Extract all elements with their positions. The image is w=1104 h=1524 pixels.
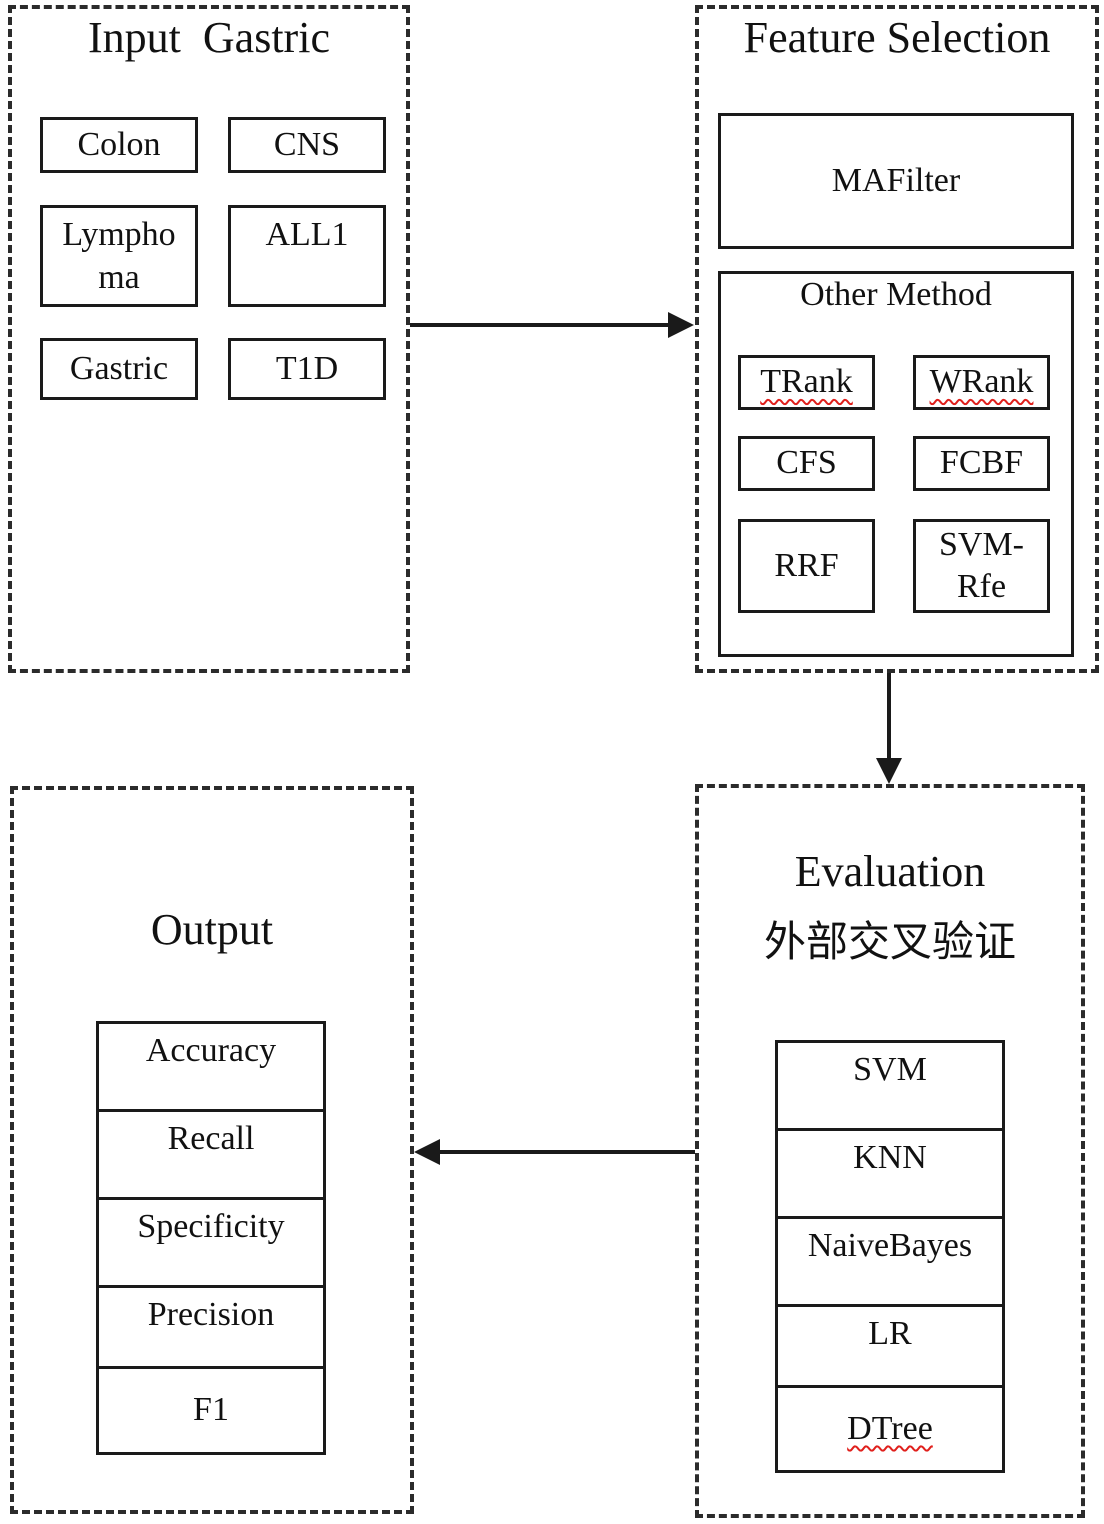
method-svm-rfe: SVM- Rfe [913,519,1050,613]
method-cfs: CFS [738,436,875,491]
method-rrf: RRF [738,519,875,613]
input-panel-title: Input Gastric [88,13,330,62]
input-panel [8,5,410,673]
method-svm-rfe-label: SVM- Rfe [938,525,1025,606]
method-trank-label: TRank [760,363,853,401]
feature-selection-title: Feature Selection [743,13,1051,62]
method-wrank-label: WRank [929,363,1034,401]
arrow-feature-to-evaluation-head [876,758,902,784]
classifier-lr: LR [775,1304,1005,1388]
classifier-dtree-label: DTree [847,1409,933,1447]
classifier-dtree: DTree [775,1385,1005,1473]
metric-precision: Precision [96,1285,326,1369]
method-wrank: WRank [913,355,1050,410]
mafilter-box: MAFilter [718,113,1074,249]
dataset-t1d: T1D [228,338,386,400]
dataset-colon: Colon [40,117,198,173]
output-title: Output [150,905,274,954]
classifier-knn: KNN [775,1128,1005,1219]
metric-specificity: Specificity [96,1197,326,1288]
feature-selection-panel [695,5,1099,673]
classifier-naivebayes: NaiveBayes [775,1216,1005,1307]
evaluation-subtitle: 外部交叉验证 [763,917,1016,966]
arrow-input-to-feature-head [668,312,694,338]
metric-accuracy: Accuracy [96,1021,326,1112]
output-panel [10,786,414,1514]
dataset-lymphoma: Lympho ma [40,205,198,307]
method-fcbf: FCBF [913,436,1050,491]
arrow-evaluation-to-output-head [414,1139,440,1165]
evaluation-panel [695,784,1085,1518]
method-trank: TRank [738,355,875,410]
dataset-lymphoma-label: Lympho ma [62,216,176,296]
evaluation-title: Evaluation [794,847,986,896]
other-method-title: Other Method [800,276,992,313]
metric-f1: F1 [96,1366,326,1455]
dataset-all1: ALL1 [228,205,386,307]
dataset-gastric: Gastric [40,338,198,400]
dataset-cns: CNS [228,117,386,173]
